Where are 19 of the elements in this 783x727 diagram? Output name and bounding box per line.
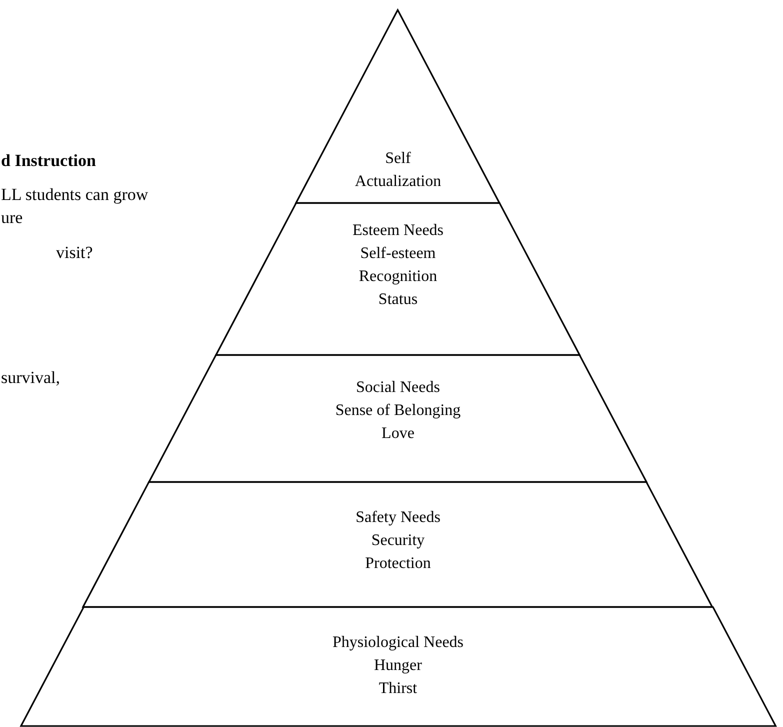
level-item: Love bbox=[382, 424, 414, 444]
heading-text: d Instruction bbox=[1, 150, 96, 172]
body-text: survival, bbox=[1, 367, 60, 389]
body-text: LL students can grow bbox=[1, 184, 148, 206]
level-title: Physiological Needs bbox=[332, 633, 464, 653]
level-item: Self-esteem bbox=[360, 244, 436, 264]
level-title: Esteem Needs bbox=[352, 221, 444, 241]
level-item: Status bbox=[378, 290, 418, 310]
level-item: Security bbox=[371, 531, 425, 551]
level-item: Thirst bbox=[378, 679, 418, 699]
body-text: ure bbox=[1, 207, 23, 229]
level-item: Hunger bbox=[374, 656, 422, 676]
level-item: Recognition bbox=[358, 267, 438, 287]
level-item: Protection bbox=[365, 554, 431, 574]
body-text: visit? bbox=[56, 242, 93, 264]
level-title: Social Needs bbox=[356, 378, 440, 398]
level-item: Sense of Belonging bbox=[335, 401, 461, 421]
level-title: Self Actualization bbox=[354, 149, 442, 192]
level-title: Safety Needs bbox=[356, 508, 440, 528]
